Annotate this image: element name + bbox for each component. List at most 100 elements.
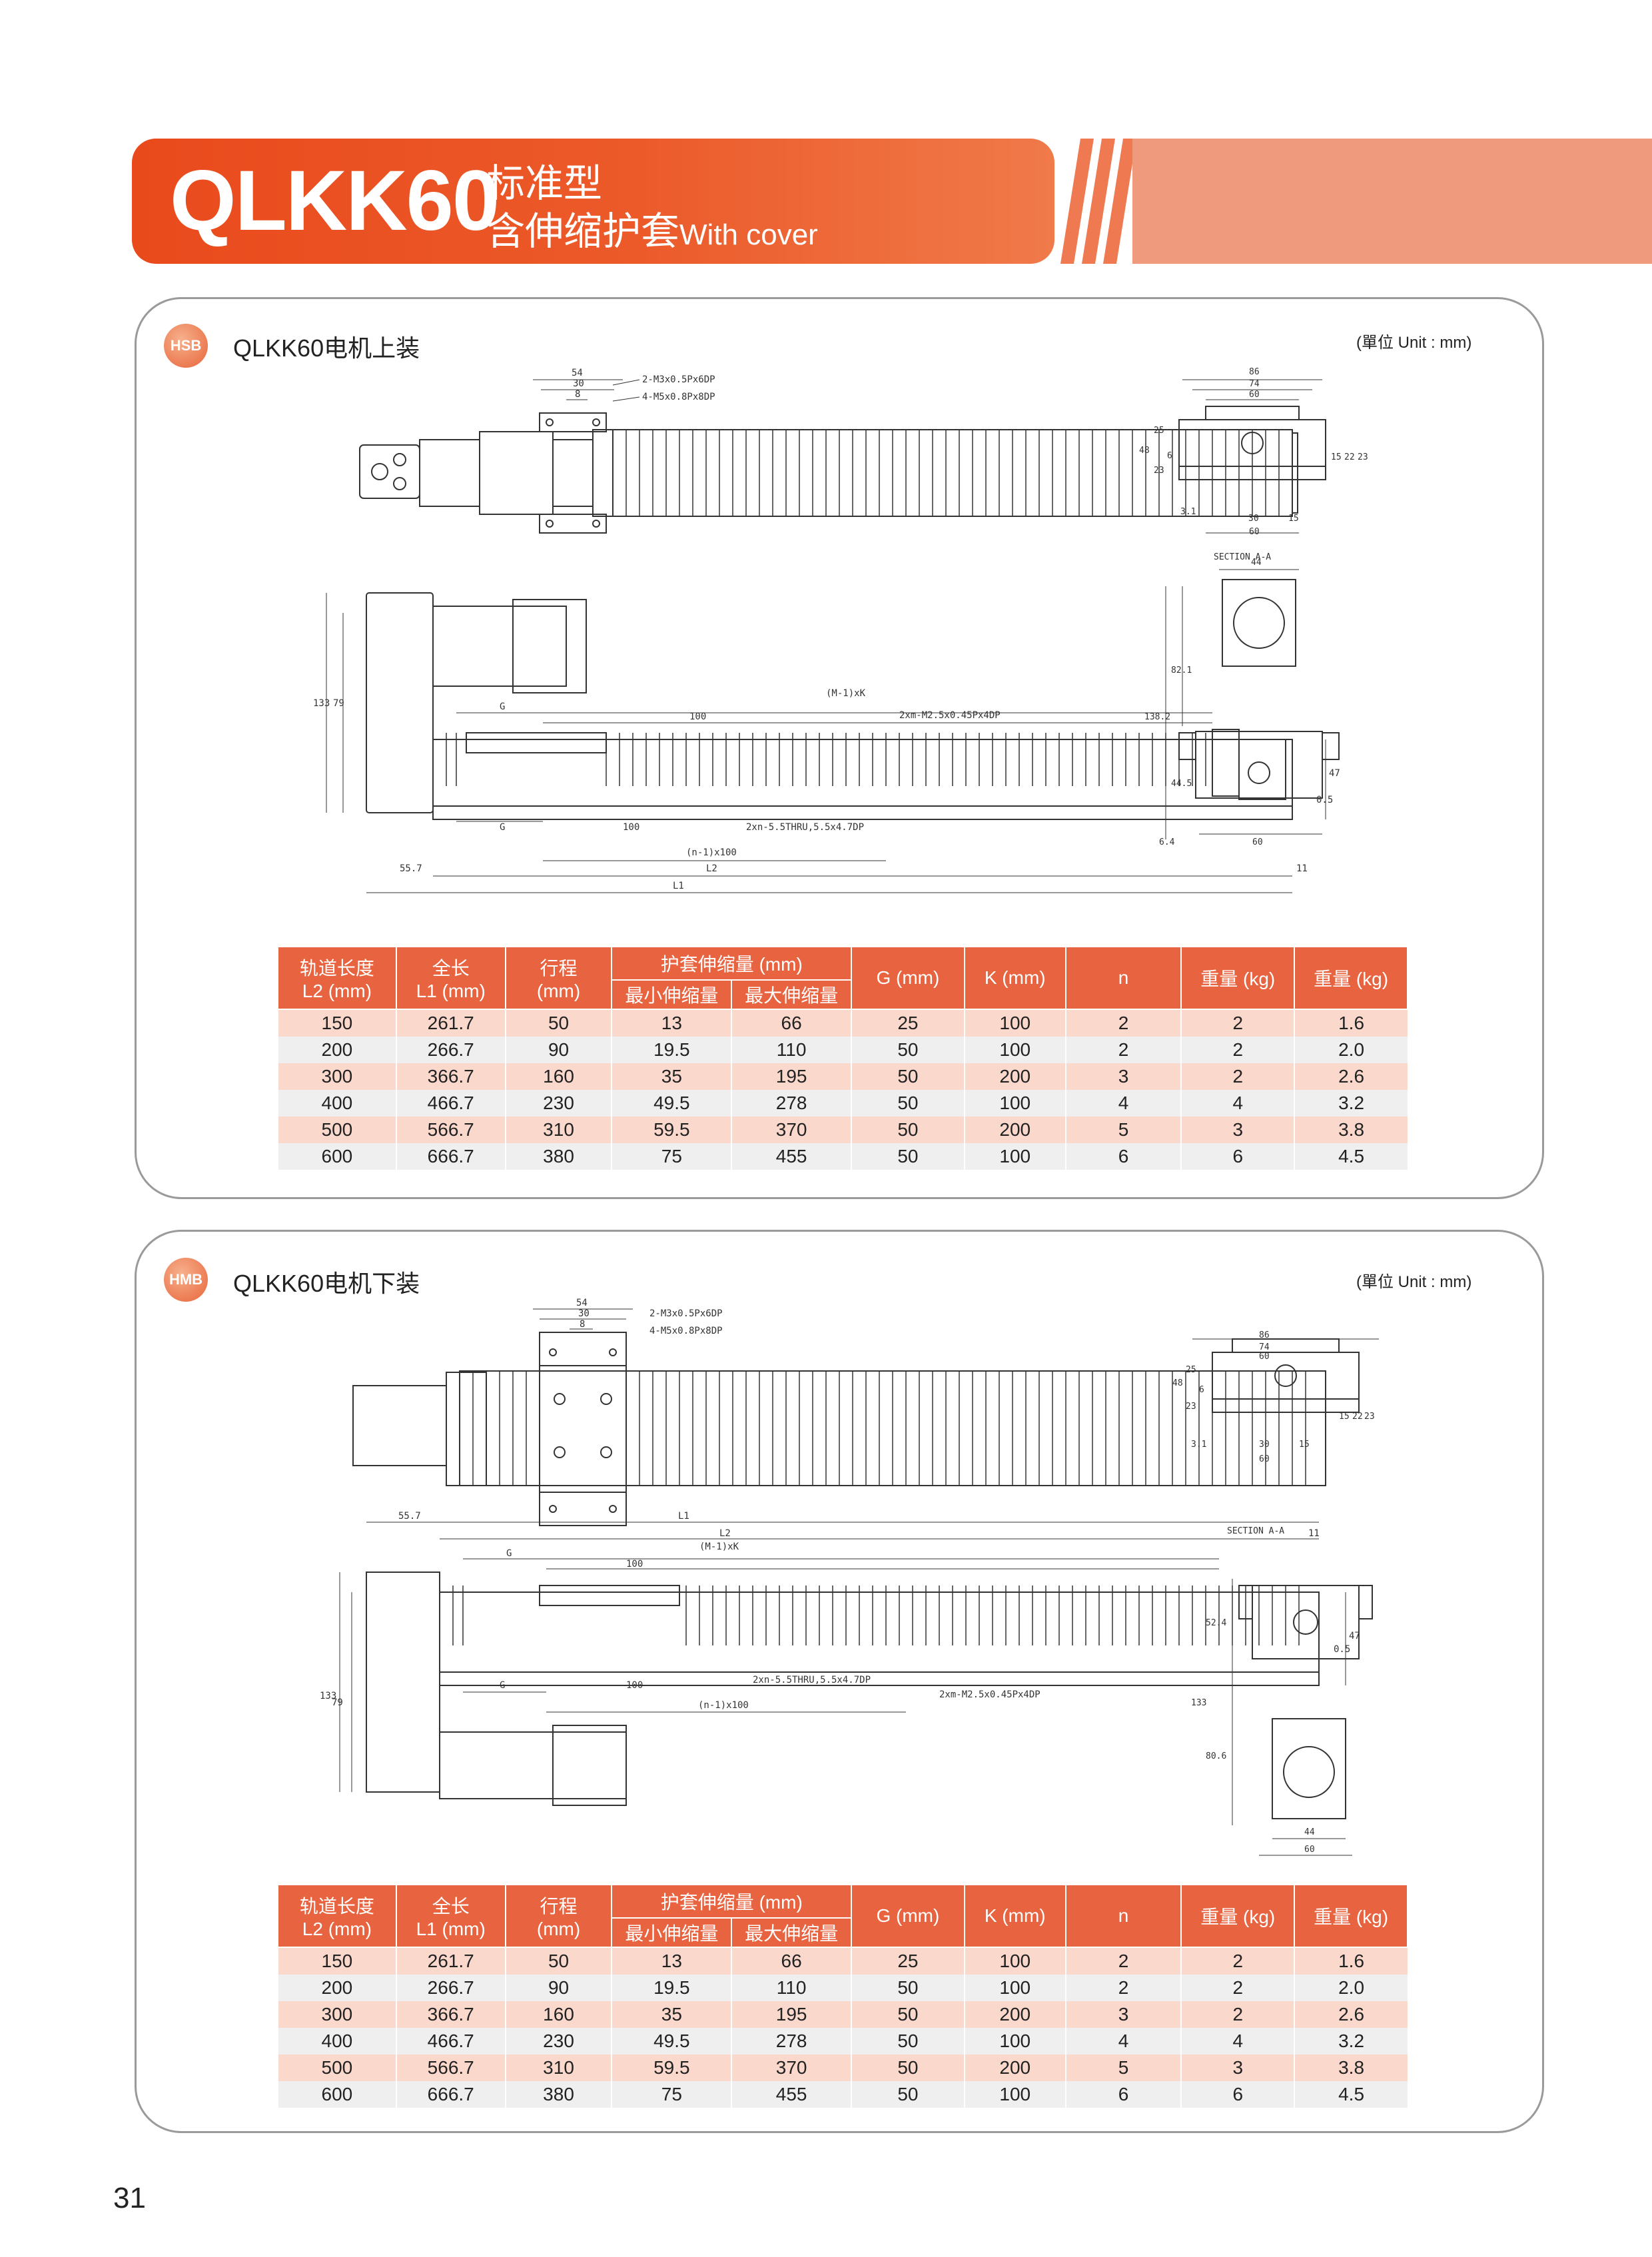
cell: 455 bbox=[731, 1143, 851, 1170]
col-k: K (mm) bbox=[963, 1884, 1066, 1948]
cell: 466.7 bbox=[395, 2028, 506, 2054]
cell: 100 bbox=[963, 2028, 1066, 2054]
cell: 110 bbox=[731, 1975, 851, 2001]
sec-31: 3.1 bbox=[1180, 507, 1196, 517]
label-133-b: 133 bbox=[320, 1691, 336, 1701]
label-xn-b: 2xn-5.5THRU,5.5x4.7DP bbox=[753, 1675, 871, 1685]
cell: 50 bbox=[851, 1975, 965, 2001]
col-cover-max: 最大伸缩量 bbox=[731, 1917, 852, 1948]
cell: 4 bbox=[1064, 2028, 1182, 2054]
label-xm-b: 2xm-M2.5x0.45Px4DP bbox=[939, 1689, 1040, 1700]
cell: 366.7 bbox=[395, 1063, 506, 1090]
sec-60: 60 bbox=[1249, 390, 1260, 400]
cell: 150 bbox=[277, 1009, 396, 1037]
cell: 4 bbox=[1180, 1090, 1295, 1117]
cell: 50 bbox=[504, 1009, 612, 1037]
cell: 6 bbox=[1180, 1143, 1295, 1170]
label-100-bottom: 100 bbox=[623, 822, 639, 833]
sec-25-b: 25 bbox=[1186, 1365, 1196, 1375]
section-label-b: SECTION A-A bbox=[1227, 1526, 1284, 1536]
label-l2: L2 bbox=[706, 863, 717, 874]
col-cover-min: 最小伸缩量 bbox=[611, 1917, 733, 1948]
thread-label-2: 4-M5x0.8Px8DP bbox=[642, 392, 715, 402]
label-l1-b: L1 bbox=[678, 1511, 689, 1522]
banner-right-band bbox=[1132, 139, 1652, 264]
cell: 13 bbox=[611, 1009, 732, 1037]
cell: 25 bbox=[851, 1947, 965, 1975]
label-n100-b: (n-1)x100 bbox=[698, 1700, 749, 1711]
cell: 3.8 bbox=[1294, 2054, 1408, 2081]
dim-54-b: 54 bbox=[576, 1298, 588, 1308]
sec-23: 23 bbox=[1154, 466, 1164, 476]
sec-86: 86 bbox=[1249, 367, 1260, 377]
end-64: 6.4 bbox=[1159, 837, 1175, 847]
cell: 500 bbox=[277, 1117, 396, 1143]
label-133: 133 bbox=[313, 698, 330, 709]
col-weight-2: 重量 (kg) bbox=[1294, 1884, 1408, 1948]
end-1382: 138.2 bbox=[1144, 712, 1170, 722]
sec-74-b: 74 bbox=[1259, 1342, 1270, 1352]
cell: 370 bbox=[731, 1117, 851, 1143]
cell: 310 bbox=[504, 2054, 612, 2081]
col-weight-1: 重量 (kg) bbox=[1180, 1884, 1296, 1948]
end-60: 60 bbox=[1252, 837, 1263, 847]
cell: 59.5 bbox=[611, 2054, 732, 2081]
cell: 13 bbox=[611, 1947, 732, 1975]
cell: 3 bbox=[1064, 2001, 1182, 2028]
label-100-top-b: 100 bbox=[626, 1559, 643, 1570]
label-mk: (M-1)xK bbox=[826, 688, 866, 699]
th-total-en: L1 (mm) bbox=[416, 981, 486, 1001]
sec-31-b: 3.1 bbox=[1191, 1440, 1206, 1450]
dim-8: 8 bbox=[575, 389, 580, 400]
cell: 200 bbox=[963, 1117, 1066, 1143]
cell: 380 bbox=[504, 1143, 612, 1170]
cell: 100 bbox=[963, 1037, 1066, 1063]
label-g-bottom-b: G bbox=[500, 1680, 505, 1691]
cell: 4.5 bbox=[1294, 1143, 1408, 1170]
side-view-hmb bbox=[339, 1522, 1346, 1806]
subtitle-cover-cn: 含伸缩护套 bbox=[486, 210, 680, 253]
sec-22: 22 bbox=[1344, 452, 1355, 462]
cell: 266.7 bbox=[395, 1975, 506, 2001]
model-title: QLKK60 bbox=[170, 153, 500, 248]
cell: 50 bbox=[851, 1037, 965, 1063]
cell: 3 bbox=[1064, 1063, 1182, 1090]
th-stroke-en: (mm) bbox=[536, 1919, 581, 1939]
label-100-bottom-b: 100 bbox=[626, 1680, 643, 1691]
cell: 35 bbox=[611, 1063, 732, 1090]
cell: 35 bbox=[611, 2001, 732, 2028]
section-label: SECTION A-A bbox=[1214, 552, 1271, 562]
cell: 2 bbox=[1064, 1037, 1182, 1063]
cell: 300 bbox=[277, 1063, 396, 1090]
col-g: G (mm) bbox=[851, 946, 965, 1010]
dim-54: 54 bbox=[572, 368, 583, 378]
cell: 1.6 bbox=[1294, 1009, 1408, 1037]
cell: 90 bbox=[504, 1037, 612, 1063]
cell: 230 bbox=[504, 1090, 612, 1117]
label-100-top: 100 bbox=[689, 711, 706, 722]
label-79: 79 bbox=[333, 698, 344, 709]
cell: 4 bbox=[1180, 2028, 1295, 2054]
cell: 200 bbox=[277, 1037, 396, 1063]
cell: 278 bbox=[731, 2028, 851, 2054]
thread-label-1: 2-M3x0.5Px6DP bbox=[642, 374, 715, 385]
cell: 5 bbox=[1064, 1117, 1182, 1143]
subtitle-cover-en: With cover bbox=[679, 219, 818, 251]
section-view-hsb bbox=[1178, 379, 1326, 534]
sec-15-b: 15 bbox=[1339, 1412, 1350, 1422]
subtitle-cover: 含伸缩护套With cover bbox=[486, 200, 818, 256]
cell: 195 bbox=[731, 2001, 851, 2028]
end-44: 44 bbox=[1251, 558, 1262, 568]
sec-30-b: 30 bbox=[1259, 1440, 1270, 1450]
cell: 455 bbox=[731, 2081, 851, 2108]
